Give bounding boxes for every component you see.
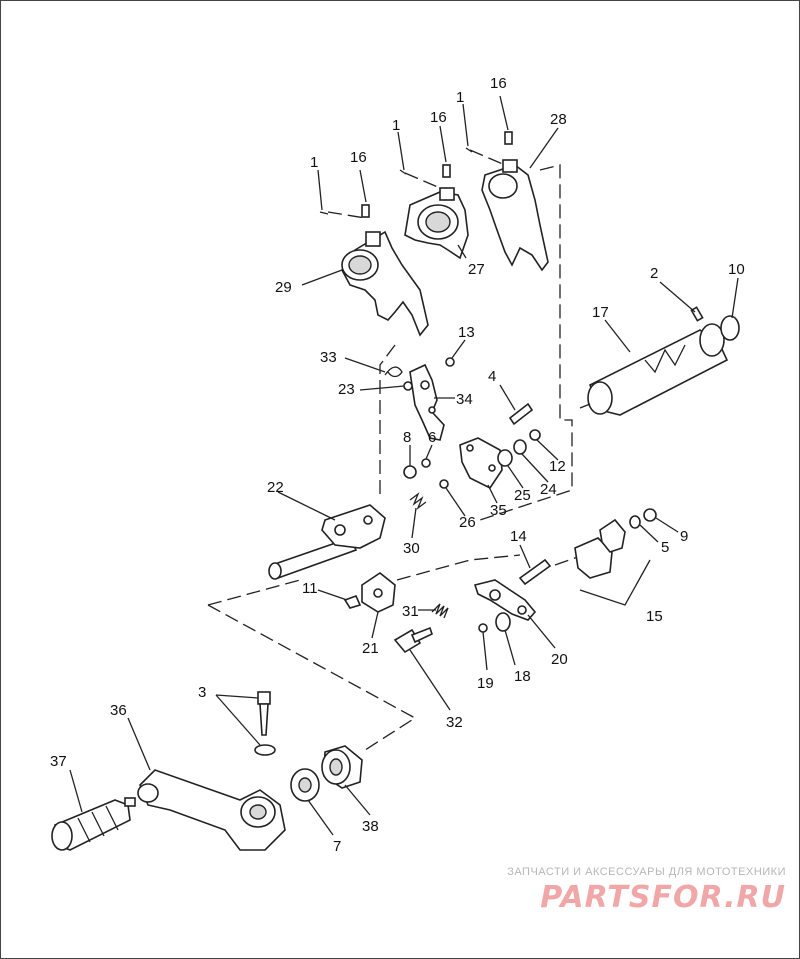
pawl-lever-34 (409, 363, 445, 441)
bracket-35 (459, 437, 503, 490)
callout-28: 28 (550, 111, 567, 128)
callout-1: 1 (392, 117, 400, 134)
shifter-fork-29 (341, 230, 429, 337)
callout-26: 26 (459, 514, 476, 531)
callouts: 1 1 1 16 16 16 28 27 29 2 10 17 13 33 23… (50, 75, 745, 855)
callout-25: 25 (514, 487, 531, 504)
clip-12 (529, 429, 541, 441)
fork-pins (361, 131, 513, 218)
callout-22: 22 (267, 479, 284, 496)
callout-2: 2 (650, 265, 658, 282)
washer-24 (513, 439, 527, 455)
shift-drum (579, 306, 740, 416)
retainer-13 (445, 357, 455, 367)
washer-7-hole (298, 777, 312, 793)
callout-4: 4 (488, 368, 496, 385)
callout-36: 36 (110, 702, 127, 719)
callout-19: 19 (477, 675, 494, 692)
stud-4 (508, 402, 534, 426)
callout-18: 18 (514, 668, 531, 685)
watermark-tagline: ЗАПЧАСТИ И АКСЕССУАРЫ ДЛЯ МОТОТЕХНИКИ (507, 866, 786, 878)
callout-8: 8 (403, 429, 411, 446)
callout-16: 16 (430, 109, 447, 126)
callout-21: 21 (362, 640, 379, 657)
nut-9 (643, 508, 657, 522)
watermark-logo: PARTSFOR.RU (540, 880, 786, 915)
callout-23: 23 (338, 381, 355, 398)
callout-38: 38 (362, 818, 379, 835)
assembly-guide-lines (207, 149, 599, 753)
callout-16: 16 (350, 149, 367, 166)
shift-plate-21 (361, 572, 396, 613)
callout-30: 30 (403, 540, 420, 557)
callout-27: 27 (468, 261, 485, 278)
shift-lever-36 (137, 769, 286, 851)
callout-17: 17 (592, 304, 609, 321)
spring-31 (431, 603, 449, 619)
shifter-fork-28 (481, 159, 549, 272)
spring-30 (409, 492, 427, 510)
shifter-shaft-22 (268, 504, 386, 580)
bolt-32 (393, 626, 433, 654)
bushing-38 (321, 745, 363, 789)
leader-lines (69, 95, 739, 836)
callout-12: 12 (549, 458, 566, 475)
spring-33 (384, 366, 403, 378)
callout-1: 1 (456, 89, 464, 106)
shifter-fork-27 (404, 187, 469, 260)
callout-33: 33 (320, 349, 337, 366)
callout-13: 13 (458, 324, 475, 341)
callout-10: 10 (728, 261, 745, 278)
callout-14: 14 (510, 528, 527, 545)
callout-16: 16 (490, 75, 507, 92)
callout-31: 31 (402, 603, 419, 620)
callout-34: 34 (456, 391, 473, 408)
washer-25 (497, 449, 513, 467)
fork-clips (319, 147, 473, 215)
callout-37: 37 (50, 753, 67, 770)
washer-5 (629, 515, 641, 529)
callout-6: 6 (428, 429, 436, 446)
watermark: ЗАПЧАСТИ И АКСЕССУАРЫ ДЛЯ МОТОТЕХНИКИ PA… (507, 866, 786, 915)
pawl-lever-20 (473, 579, 537, 621)
washer-23 (403, 381, 413, 391)
callout-11: 11 (302, 580, 318, 597)
callout-7: 7 (333, 838, 341, 855)
callout-35: 35 (490, 502, 507, 519)
retainer-19 (478, 623, 488, 633)
washer-6 (421, 458, 431, 468)
callout-24: 24 (540, 481, 557, 498)
washer-18 (495, 612, 511, 632)
pin-14 (518, 558, 552, 586)
clip-11 (343, 594, 362, 609)
callout-3: 3 (198, 684, 206, 701)
washer-26 (439, 479, 449, 489)
callout-9: 9 (680, 528, 688, 545)
callout-15: 15 (646, 608, 663, 625)
callout-5: 5 (661, 539, 669, 556)
callout-32: 32 (446, 714, 463, 731)
nut-8 (403, 465, 417, 479)
foot-peg-37 (51, 797, 136, 851)
bracket-assembly-15 (574, 518, 626, 579)
bolt-3 (254, 691, 276, 756)
callout-29: 29 (275, 279, 292, 296)
callout-20: 20 (551, 651, 568, 668)
callout-1: 1 (310, 154, 318, 171)
